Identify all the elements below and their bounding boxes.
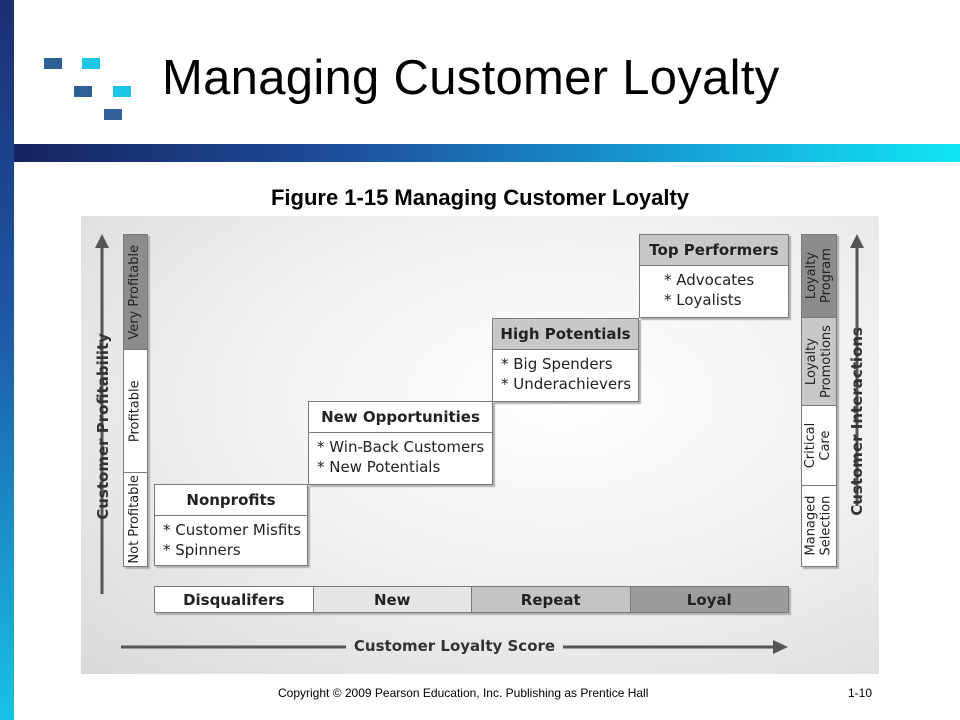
left-accent-bar bbox=[0, 0, 14, 720]
segment-title: Nonprofits bbox=[155, 485, 307, 516]
title-underline-bar bbox=[14, 144, 960, 162]
segment-nonprofits: Nonprofits * Customer Misfits * Spinners bbox=[154, 484, 308, 566]
loyalty-score-cell: Repeat bbox=[472, 587, 631, 612]
segment-item: * Loyalists bbox=[664, 291, 742, 309]
logo-square bbox=[82, 58, 100, 69]
segment-item: * Big Spenders bbox=[501, 355, 613, 373]
segment-title: Top Performers bbox=[640, 235, 788, 266]
loyalty-diagram: Customer Profitability Customer Interact… bbox=[81, 216, 879, 674]
segment-items: * Advocates * Loyalists bbox=[640, 266, 788, 310]
segment-item: * Advocates bbox=[664, 271, 755, 289]
profitability-level: Very Profitable bbox=[124, 235, 147, 350]
logo-square bbox=[74, 86, 92, 97]
segment-items: * Big Spenders * Underachievers bbox=[493, 350, 638, 394]
segment-item: * Spinners bbox=[163, 541, 241, 559]
logo-square bbox=[104, 109, 122, 120]
segment-item: * Underachievers bbox=[501, 375, 632, 393]
profitability-scale: Very Profitable Profitable Not Profitabl… bbox=[123, 234, 148, 567]
left-axis-label: Customer Profitability bbox=[93, 332, 112, 520]
right-arrow-head bbox=[773, 640, 788, 654]
segment-items: * Customer Misfits * Spinners bbox=[155, 516, 307, 560]
loyalty-score-cell: New bbox=[313, 587, 472, 612]
logo-square bbox=[44, 58, 62, 69]
right-axis-label: Customer Interactions bbox=[847, 326, 866, 516]
segment-item: * New Potentials bbox=[317, 458, 441, 476]
segment-item: * Win-Back Customers bbox=[317, 438, 485, 456]
copyright-notice: Copyright © 2009 Pearson Education, Inc.… bbox=[278, 686, 649, 700]
segment-top-performers: Top Performers * Advocates * Loyalists bbox=[639, 234, 789, 318]
segment-high-potentials: High Potentials * Big Spenders * Underac… bbox=[492, 318, 639, 402]
page-number: 1-10 bbox=[848, 686, 873, 700]
loyalty-score-cell: Disqualifers bbox=[155, 587, 314, 612]
slide-title: Managing Customer Loyalty bbox=[162, 51, 780, 105]
segment-item: * Customer Misfits bbox=[163, 521, 301, 539]
profitability-level: Profitable bbox=[124, 350, 147, 473]
figure-title: Figure 1-15 Managing Customer Loyalty bbox=[270, 185, 690, 210]
logo-square bbox=[113, 86, 131, 97]
segment-title: High Potentials bbox=[493, 319, 638, 350]
up-arrow-head-left bbox=[95, 234, 109, 248]
segment-new-opportunities: New Opportunities * Win-Back Customers *… bbox=[308, 401, 493, 485]
profitability-level: Not Profitable bbox=[127, 475, 143, 564]
diagram-arrows bbox=[95, 234, 864, 654]
loyalty-score-row: Disqualifers New Repeat Loyal bbox=[154, 586, 789, 613]
segment-items: * Win-Back Customers * New Potentials bbox=[309, 433, 492, 477]
bottom-axis-label: Customer Loyalty Score bbox=[353, 637, 556, 655]
loyalty-score-cell: Loyal bbox=[630, 587, 788, 612]
segment-title: New Opportunities bbox=[309, 402, 492, 433]
up-arrow-head-right bbox=[850, 234, 864, 248]
